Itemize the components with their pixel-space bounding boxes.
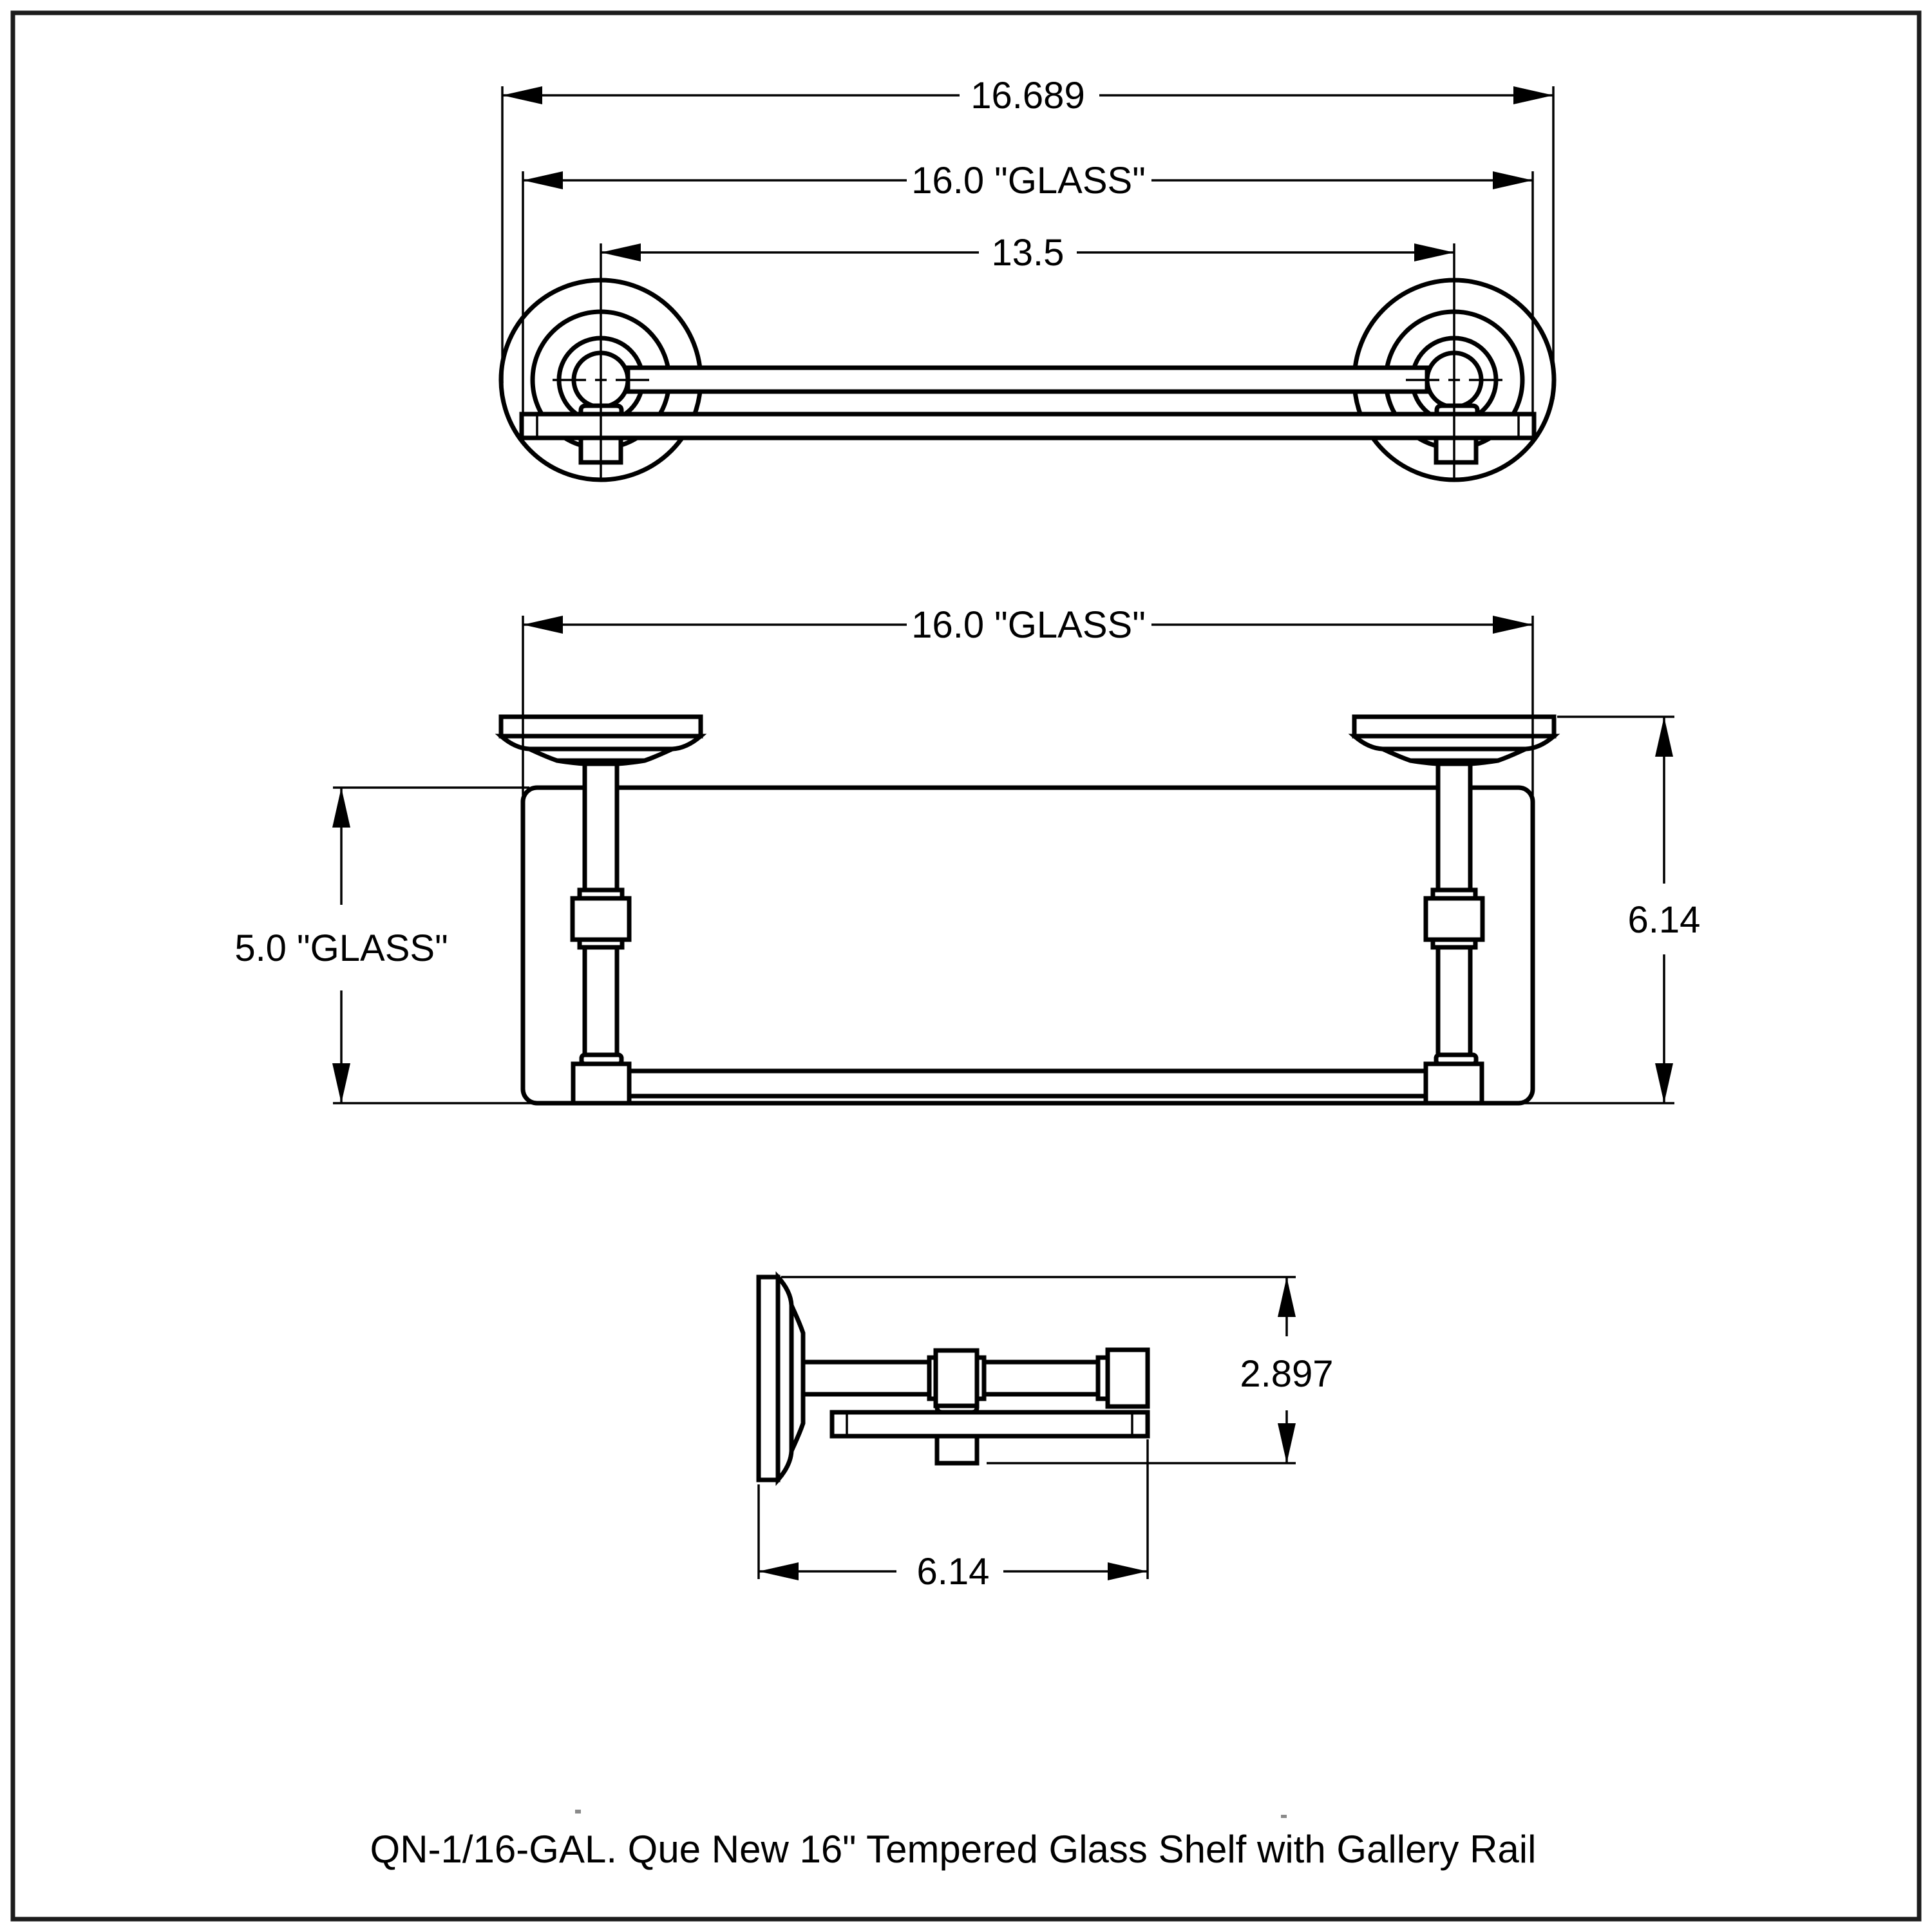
dim-overall-depth-plan-label: 6.14 — [1628, 899, 1701, 941]
dim-overall-height: 2.897 — [1240, 1277, 1334, 1463]
collar-block — [570, 896, 632, 942]
artifact-dot-left — [575, 1810, 581, 1814]
left-post-upper — [582, 761, 620, 893]
arrowhead-right — [1108, 1562, 1148, 1580]
left-flange-plate — [498, 714, 703, 739]
arrowhead-right — [1493, 616, 1533, 634]
arrowhead-left — [523, 616, 563, 634]
right-mount-tab — [1434, 435, 1479, 465]
arm-end-cap — [1105, 1347, 1150, 1409]
drawing-caption: QN-1/16-GAL. Que New 16" Tempered Glass … — [370, 1828, 1537, 1871]
dim-glass-width-label: 16.0 "GLASS" — [911, 160, 1146, 202]
collar-ring-front — [974, 1355, 987, 1401]
right-rail-foot — [1423, 1061, 1484, 1106]
right-post-upper — [1435, 761, 1473, 893]
arrowhead-up — [1655, 717, 1673, 757]
arrowhead-up — [1278, 1277, 1296, 1317]
left-post-lower — [582, 945, 620, 1057]
dome-band-2 — [789, 1304, 806, 1452]
dim-glass-depth-label: 5.0 "GLASS" — [234, 927, 448, 969]
arm-collar — [927, 1348, 987, 1408]
glass-section-side — [829, 1410, 1150, 1439]
arrowhead-left — [523, 171, 563, 189]
side-view: 2.897 6.14 — [756, 1271, 1334, 1593]
dim-overall-depth-side: 6.14 — [759, 1551, 1148, 1593]
left-rail-foot — [571, 1061, 632, 1106]
flange-dome-side — [775, 1271, 806, 1486]
rail-foot-side — [934, 1434, 980, 1466]
arrowhead-left — [502, 86, 542, 104]
wall-plate-side — [756, 1274, 781, 1482]
dim-mount-spacing: 13.5 — [601, 232, 1454, 274]
arrowhead-left — [759, 1562, 799, 1580]
arrowhead-right — [1513, 86, 1553, 104]
collar-block — [933, 1348, 980, 1408]
arrowhead-down — [1278, 1423, 1296, 1463]
plan-view: 16.0 "GLASS" 5.0 "GLASS" 6.14 — [234, 604, 1701, 1106]
right-flange-dome — [1348, 734, 1560, 766]
dim-glass-width-plan-label: 16.0 "GLASS" — [911, 604, 1146, 646]
right-post-lower — [1435, 945, 1473, 1057]
glass-edge-front — [519, 412, 1537, 440]
front-view: 16.689 16.0 "GLASS" 13.5 — [498, 75, 1557, 482]
arrowhead-down — [1655, 1063, 1673, 1103]
dim-glass-width-front: 16.0 "GLASS" — [523, 160, 1533, 202]
arrowhead-up — [332, 788, 350, 828]
dim-overall-width-label: 16.689 — [971, 75, 1084, 117]
dim-glass-depth: 5.0 "GLASS" — [234, 788, 448, 1103]
dim-overall-height-label: 2.897 — [1240, 1353, 1333, 1395]
dim-mount-spacing-label: 13.5 — [992, 232, 1065, 274]
gallery-rail-plan — [627, 1068, 1428, 1099]
right-post-collar — [1423, 887, 1485, 950]
arrowhead-right — [1493, 171, 1533, 189]
left-post-collar — [570, 887, 632, 950]
gallery-rail-front — [625, 365, 1430, 394]
arrowhead-right — [1414, 243, 1454, 261]
dim-overall-width: 16.689 — [502, 75, 1553, 117]
dim-overall-depth-side-label: 6.14 — [917, 1551, 990, 1593]
right-flange-plate — [1352, 714, 1557, 739]
sheet-border — [10, 10, 1922, 1922]
dim-glass-width-plan: 16.0 "GLASS" — [523, 604, 1533, 646]
dim-overall-depth-plan: 6.14 — [1628, 717, 1701, 1103]
collar-block — [1423, 896, 1485, 942]
arrowhead-down — [332, 1063, 350, 1103]
glass-shelf-plan — [520, 785, 1535, 1106]
artifact-dot-right — [1281, 1815, 1287, 1818]
arrowhead-left — [601, 243, 641, 261]
